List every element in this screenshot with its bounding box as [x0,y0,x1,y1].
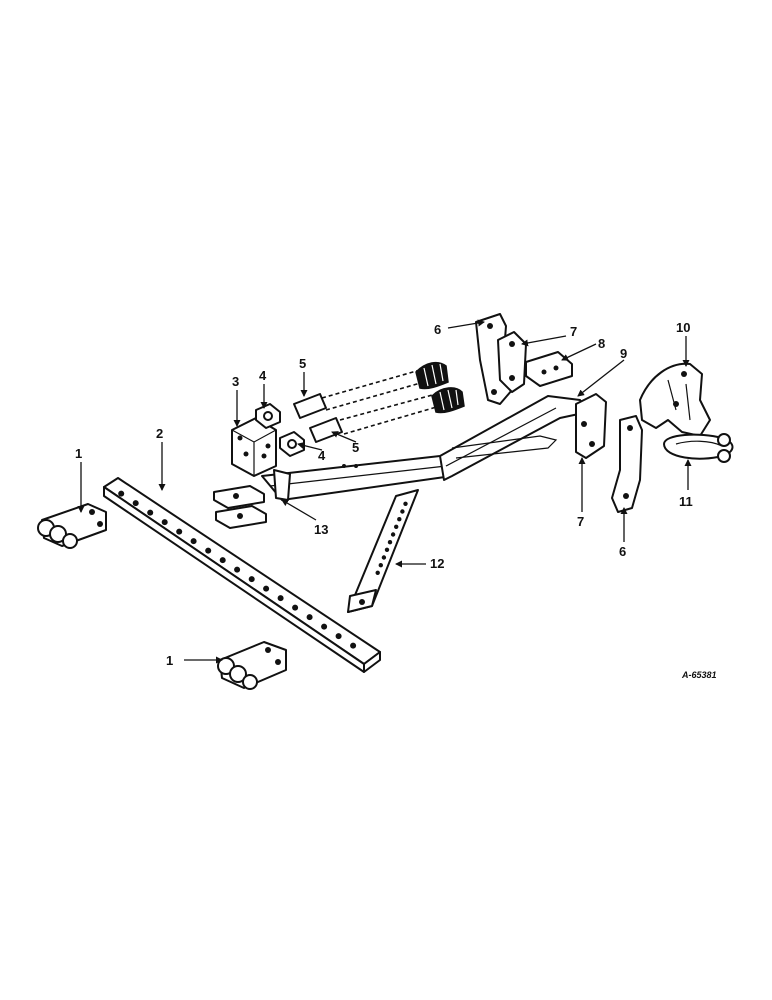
drawbar-hole [263,585,270,592]
clevis-left-part [37,503,107,549]
strap-part [347,489,419,613]
drawbar-hole [219,557,226,564]
drawbar-hole [248,576,255,583]
strap-hole [400,509,405,514]
callout-4-lower: 4 [318,448,326,463]
callout-13: 13 [314,522,328,537]
drawbar-hole [234,566,241,573]
callout-7-lower: 7 [577,514,584,529]
callout-10: 10 [676,320,690,335]
link-lower-part [575,393,607,459]
strap-hole [387,540,393,545]
drawbar-hole [335,633,342,640]
callout-4-upper: 4 [259,368,267,383]
drawbar-hole [132,500,139,507]
callout-1-bottom: 1 [166,653,173,668]
nut-upper-part [255,403,281,429]
nut-lower-part [279,431,305,457]
strap-hole [394,524,399,529]
callout-5-upper: 5 [299,356,306,371]
callout-8: 8 [598,336,605,351]
strap-hole [375,570,380,575]
drawbar-hole [205,547,212,554]
hitch-clevis-part [663,433,734,463]
figure-reference: A-65381 [681,670,717,680]
spring-lower-part [309,387,465,443]
callout-6-lower: 6 [619,544,626,559]
hitch-casting-part [639,362,711,437]
spring-upper-part [293,361,449,419]
drawbar-hole [292,604,299,611]
drawbar-hole [306,614,313,621]
drawbar-hole [277,595,284,602]
callout-2: 2 [156,426,163,441]
drawbar-hole [161,519,168,526]
small-bracket-part [525,351,573,387]
drawbar-hole [321,623,328,630]
callout-11: 11 [679,494,693,509]
drawbar-hole [176,528,183,535]
strap-hole [403,501,408,506]
callout-1-left: 1 [75,446,82,461]
drawbar-hole [190,538,197,545]
strap-hole [397,517,402,522]
strap-hole [378,563,383,568]
link-upper-part [497,331,527,393]
callout-12: 12 [430,556,444,571]
callout-leaders [77,319,692,664]
strap-hole [390,532,396,537]
strap-hole [384,547,390,552]
drawbar-hole [147,509,154,516]
drawbar-part [103,477,381,673]
callout-labels: 1 2 3 4 4 5 5 6 6 7 7 8 9 10 11 12 13 1 [75,320,693,668]
callout-9: 9 [620,346,627,361]
callout-6-upper: 6 [434,322,441,337]
drawbar-hole [350,642,357,649]
strap-hole [381,555,387,560]
callout-3: 3 [232,374,239,389]
lever-plate-lower-part [611,415,643,513]
callout-7-upper: 7 [570,324,577,339]
drawbar-hole [118,490,125,497]
bar-end-plates-part [213,485,267,529]
callout-5-lower: 5 [352,440,359,455]
clevis-bottom-part [217,641,287,690]
